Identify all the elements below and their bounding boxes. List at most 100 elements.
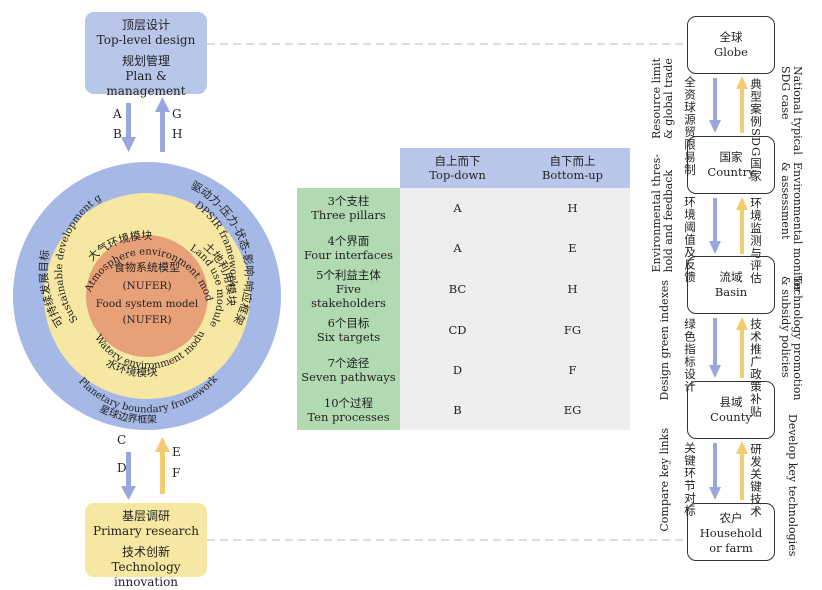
down-link-4-en: Compare key links <box>658 428 671 532</box>
row-label-en: Ten processes <box>307 410 390 424</box>
bottom-box-en1: Primary research <box>93 524 199 538</box>
row-top-down: BC <box>400 268 515 310</box>
node-basin-cn: 流域 <box>719 270 743 284</box>
top-box-cn2: 规划管理 <box>121 54 170 68</box>
down-arrow-basin-county <box>709 318 721 378</box>
node-household-en2: or farm <box>709 541 753 555</box>
node-county-en: County <box>710 410 752 424</box>
row-top-down: D <box>400 350 515 390</box>
up-link-3-en: Technology promotion & subsidy policies <box>779 276 804 401</box>
up-link-3-cn: 技术推广政策补贴 <box>749 318 763 418</box>
top-level-design-box: 顶层设计 Top-level design 规划管理 Plan & manage… <box>85 12 207 98</box>
node-household-cn: 农户 <box>719 511 743 525</box>
down-link-1-en2: & global trade <box>662 58 675 139</box>
down-link-1-cn: 全资球源贸限易制 <box>683 76 697 176</box>
row-bottom-up: FG <box>515 310 630 350</box>
core-circle <box>86 235 208 357</box>
up-link-4-cn: 研发关键技术 <box>749 443 763 518</box>
up-arrow-household-county <box>736 441 748 500</box>
up-link-2-cn: 环境监测与评估 <box>749 197 763 285</box>
letter-e: E <box>172 445 181 459</box>
node-county-cn: 县域 <box>719 395 743 409</box>
core-nufer-1: (NUFER) <box>122 280 171 292</box>
down-link-2-en: Environmental thres- hold and feedback <box>650 154 675 273</box>
core-en: Food system model <box>96 298 199 310</box>
down-link-3-en: Design green indexes <box>658 280 671 401</box>
up-arrow-top <box>155 97 170 152</box>
up-link-2-en2: & assessment <box>779 162 792 240</box>
up-link-3-en1: Technology promotion <box>791 276 804 401</box>
core-nufer-2: (NUFER) <box>122 314 171 326</box>
up-link-1-en: National typical SDG case <box>779 66 804 155</box>
left-arrows <box>121 97 170 500</box>
row-label-cn: 7个途径 <box>327 356 370 370</box>
letter-d: D <box>117 461 127 475</box>
node-globe: 全球 Globe <box>687 16 775 74</box>
row-label-cn: 4个界面 <box>327 234 370 248</box>
node-country: 国家 Country <box>687 136 775 194</box>
up-link-1-en1: National typical <box>791 66 804 155</box>
letter-h: H <box>172 127 183 141</box>
row-top-down: CD <box>400 310 515 350</box>
header-bottom-up-cn: 自下而上 <box>549 154 596 168</box>
node-globe-en: Globe <box>714 45 748 59</box>
letter-c: C <box>117 433 127 447</box>
up-link-1-cn: 典型案例SDG国家 <box>749 78 763 183</box>
node-household: 农户 Household or farm <box>687 503 775 561</box>
down-link-3-en1: Design green indexes <box>658 280 671 401</box>
row-label-cn: 10个过程 <box>323 396 374 410</box>
down-link-4-en1: Compare key links <box>658 428 671 532</box>
letter-a: A <box>113 107 122 121</box>
row-label-en: Seven pathways <box>301 370 396 384</box>
up-link-1-en2: SDG case <box>779 66 792 120</box>
node-basin: 流域 Basin <box>687 256 775 314</box>
node-household-en: Household <box>699 526 763 540</box>
row-top-down: A <box>400 228 515 268</box>
down-arrow-county-household <box>709 443 721 500</box>
framework-circle: 可持续发展目标 Sustainable development goals 驱动… <box>0 150 281 430</box>
header-top-down: 自上而下 Top-down <box>400 148 515 188</box>
letter-f: F <box>172 466 181 480</box>
core-cn: 食物系统模型 <box>114 260 180 274</box>
up-arrow-basin-country <box>736 197 748 254</box>
up-arrow-bottom <box>155 437 170 494</box>
down-link-3-cn: 绿色指标设计 <box>683 318 697 393</box>
top-box-en2: Plan & management <box>106 69 186 98</box>
row-label-en: Five stakeholders <box>311 282 386 310</box>
top-box-en1: Top-level design <box>96 33 196 47</box>
row-bottom-up: H <box>515 268 630 310</box>
row-bottom-up: H <box>515 188 630 228</box>
up-link-4-en1: Develop key technologies <box>786 414 799 557</box>
row-bottom-up: E <box>515 228 630 268</box>
node-county: 县域 County <box>687 381 775 439</box>
down-link-2-cn: 环境阈值及反馈 <box>683 196 697 284</box>
down-arrow-country-basin <box>709 198 721 254</box>
table-corner <box>297 148 400 188</box>
up-link-4-en: Develop key technologies <box>786 414 799 557</box>
row-label-cn: 5个利益主体 <box>316 268 381 282</box>
row-label-en: Six targets <box>316 330 381 344</box>
down-link-2-en2: hold and feedback <box>662 169 675 273</box>
row-bottom-up: EG <box>515 390 630 430</box>
bottom-box-cn2: 技术创新 <box>121 545 170 559</box>
node-country-cn: 国家 <box>719 150 743 164</box>
bottom-box-cn1: 基层调研 <box>121 509 170 523</box>
node-basin-en: Basin <box>714 285 748 299</box>
bottom-box-en2: Technology innovation <box>111 560 181 589</box>
down-link-1-en: Resource limit & global trade <box>650 58 675 139</box>
down-arrow-globe-country <box>709 78 721 133</box>
row-bottom-up: F <box>515 350 630 390</box>
